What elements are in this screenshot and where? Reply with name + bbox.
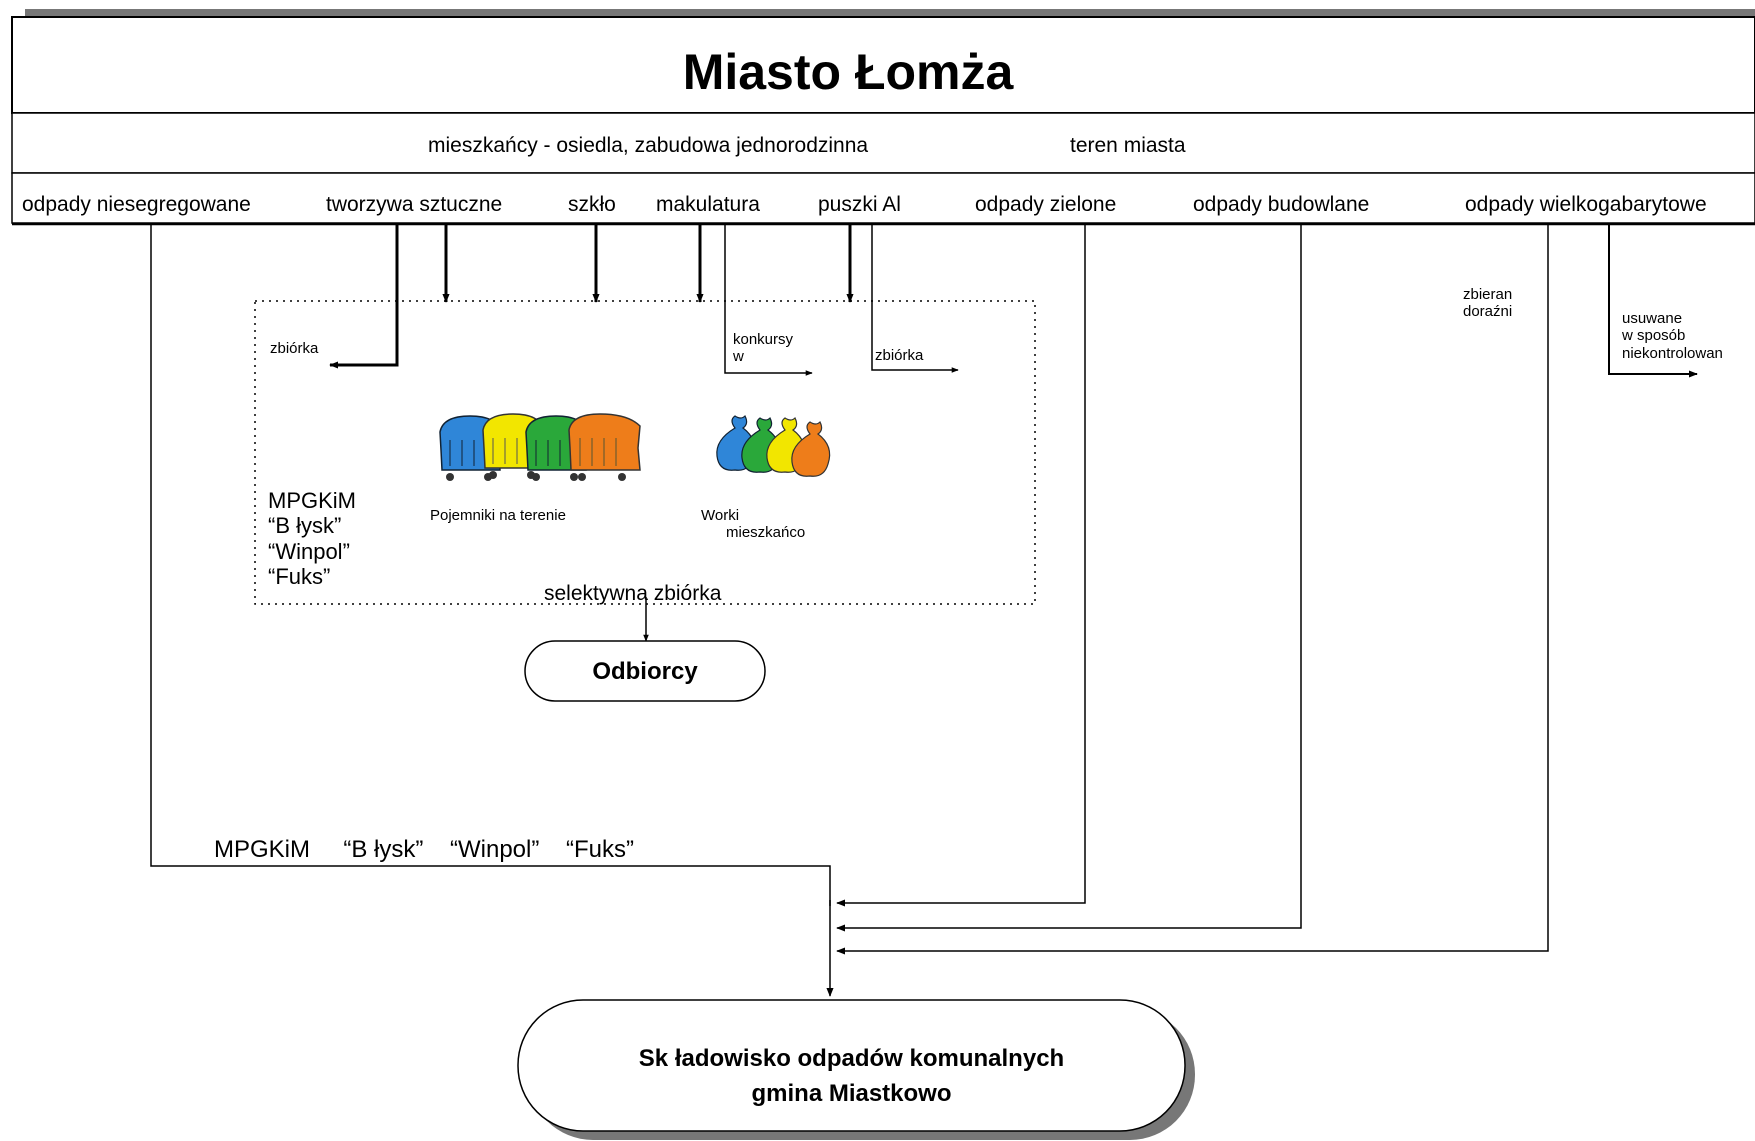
bulky-uncontrolled-arrow — [1608, 224, 1698, 378]
bulky-removed-label: usuwane w sposób niekontrolowan — [1622, 310, 1723, 362]
collectors-list: MPGKiM “B łysk” “Winpol” “Fuks” — [214, 836, 635, 863]
operators-list: MPGKiM “B łysk” “Winpol” “Fuks” — [268, 488, 356, 589]
recipients-title: Odbiorcy — [592, 658, 698, 685]
paper-contest-arrow — [724, 224, 813, 376]
containers-label: Pojemniki na terenie — [430, 507, 566, 524]
category-bulky: odpady wielkogabarytowe — [1465, 193, 1707, 216]
category-glass: szkło — [568, 193, 616, 216]
categories-row — [11, 172, 1755, 224]
residents-row — [11, 112, 1755, 174]
bags-icon — [716, 414, 831, 477]
title-box — [11, 16, 1755, 114]
page-title: Miasto Łomża — [682, 44, 1014, 100]
landfill-subtitle: gmina Miastkowo — [751, 1080, 952, 1107]
category-paper: makulatura — [656, 193, 760, 216]
landfill-title: Sk ładowisko odpadów komunalnych — [638, 1045, 1065, 1072]
konkursy-label: konkursy w — [733, 331, 794, 366]
category-plastics: tworzywa sztuczne — [326, 193, 503, 216]
zbiorka-right-label: zbiórka — [875, 347, 924, 364]
bulky-waste-arrow — [836, 224, 1549, 955]
construction-waste-arrow — [836, 224, 1302, 932]
category-green: odpady zielone — [975, 193, 1117, 216]
cans-zbiorka-arrow — [871, 224, 959, 373]
area-label: teren miasta — [1070, 134, 1186, 157]
residents-label: mieszkańcy - osiedla, zabudowa jednorodz… — [428, 134, 869, 157]
category-unsorted: odpady niesegregowane — [22, 193, 251, 216]
green-waste-arrow — [836, 224, 1086, 907]
zbiorka-left-label: zbiórka — [270, 340, 319, 357]
unsorted-flow-line — [150, 224, 831, 906]
bulky-collected-label: zbieran doraźni — [1463, 286, 1513, 321]
category-cans: puszki Al — [818, 193, 901, 216]
landfill-box — [517, 999, 1186, 1132]
bins-icon — [439, 413, 641, 481]
selective-collection-box — [254, 300, 1036, 605]
recipients-box — [524, 640, 766, 702]
plastics-zbiorka-arrow — [329, 224, 399, 369]
bags-label: Worki mieszkańco — [701, 507, 806, 542]
selective-collection-label: selektywna zbiórka — [544, 582, 722, 605]
category-construction: odpady budowlane — [1193, 193, 1370, 216]
